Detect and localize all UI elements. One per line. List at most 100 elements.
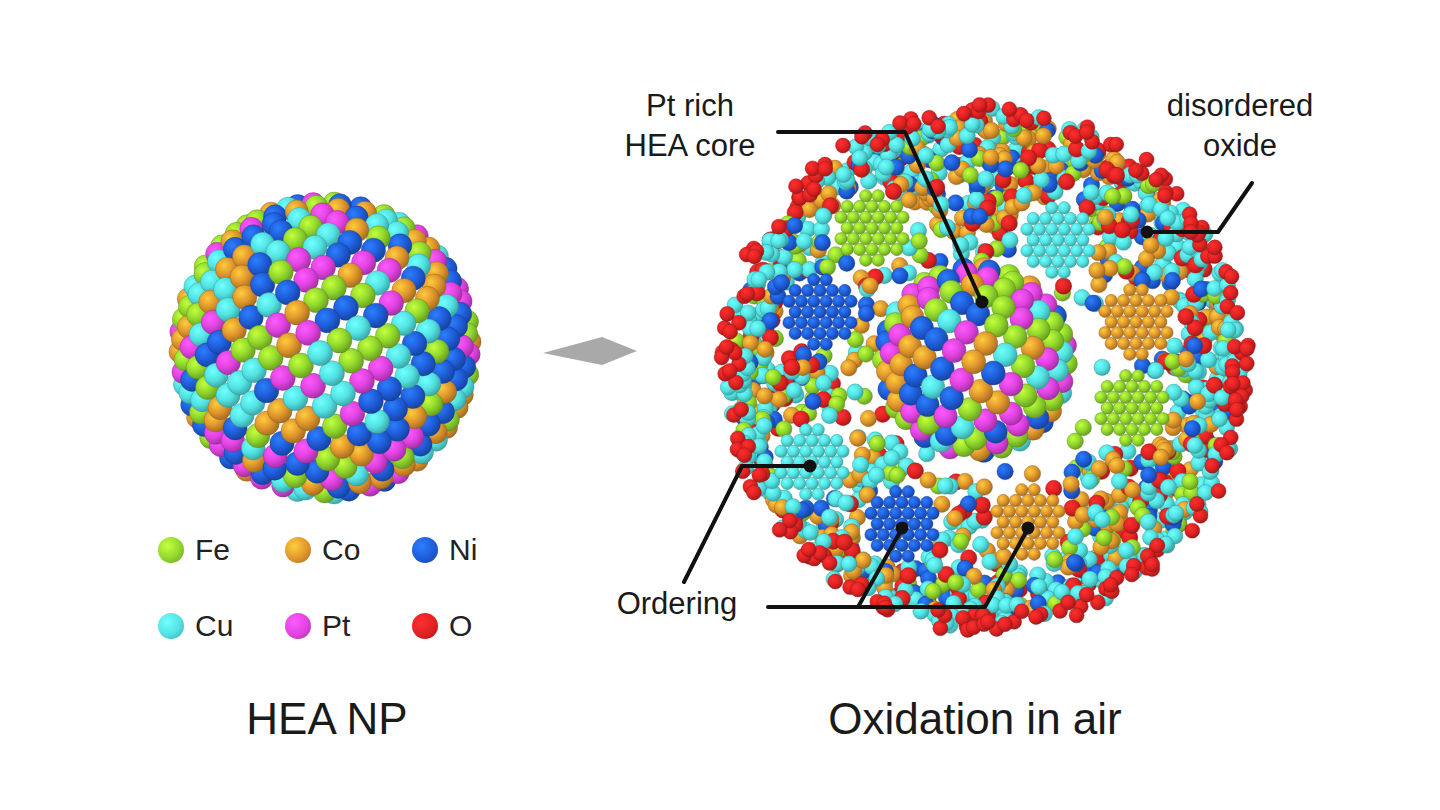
atom (1168, 505, 1184, 521)
atom (1077, 255, 1089, 267)
atom (1009, 494, 1021, 506)
atom (889, 467, 905, 483)
ordered-cluster (865, 486, 939, 563)
atom (845, 295, 857, 307)
atom (1136, 305, 1148, 317)
atom (892, 268, 908, 284)
atom (1144, 413, 1156, 425)
atom (890, 486, 902, 498)
atom (1031, 579, 1047, 595)
atom (885, 183, 901, 199)
atom (1039, 212, 1051, 224)
atom (1089, 262, 1105, 278)
atom (1003, 527, 1015, 539)
atom (1113, 423, 1125, 435)
atom (1207, 240, 1222, 255)
atom (1223, 285, 1238, 300)
atom (980, 614, 995, 629)
atom (925, 583, 941, 599)
atom (962, 167, 978, 183)
atom (1058, 202, 1070, 214)
atom (937, 478, 953, 494)
atom (1047, 516, 1059, 528)
atom (818, 456, 830, 468)
atom (921, 496, 933, 508)
atom (1166, 338, 1182, 354)
atom (826, 327, 838, 339)
atom (877, 507, 889, 519)
atom (1130, 316, 1142, 328)
atom (837, 445, 849, 457)
atom (871, 496, 883, 508)
atom (902, 486, 914, 498)
atom (1027, 212, 1039, 224)
atom (1111, 305, 1123, 317)
atom (832, 295, 844, 307)
atom (1029, 609, 1044, 624)
atom (1108, 167, 1124, 183)
atom (1139, 152, 1154, 167)
atom (1140, 467, 1156, 483)
atom (814, 327, 826, 339)
atom (920, 472, 936, 488)
atom (781, 477, 793, 489)
ordered-cluster (1021, 202, 1095, 279)
atom (944, 155, 960, 171)
atom (1140, 514, 1156, 530)
atom (997, 516, 1009, 528)
atom (1220, 322, 1236, 338)
atom (802, 524, 818, 540)
atom (1101, 402, 1113, 414)
atom (870, 138, 886, 154)
atom (1094, 511, 1110, 527)
atom (932, 542, 948, 558)
atom (1036, 111, 1051, 126)
atom (1046, 266, 1058, 278)
atom (824, 445, 836, 457)
atom (1205, 458, 1220, 473)
atom (858, 305, 874, 321)
atom (865, 507, 877, 519)
atom (1083, 245, 1095, 257)
atom (783, 317, 795, 329)
atom (1099, 305, 1111, 317)
atom (1109, 137, 1124, 152)
atom (1021, 223, 1033, 235)
atom (1061, 595, 1076, 610)
atom (1132, 391, 1144, 403)
atom (1064, 255, 1076, 267)
atom (1144, 391, 1156, 403)
atom (1114, 222, 1130, 238)
atom (901, 192, 917, 208)
atom (1117, 294, 1129, 306)
atom (1040, 505, 1052, 517)
atom (1151, 423, 1163, 435)
atom (1136, 348, 1148, 360)
atom (1021, 245, 1033, 257)
atom (1013, 162, 1029, 178)
atom (784, 359, 800, 375)
atom (1239, 341, 1254, 356)
atom (1016, 505, 1028, 517)
atom (826, 284, 838, 296)
atom (1142, 316, 1154, 328)
atom (814, 284, 826, 296)
atom (781, 434, 793, 446)
atom (931, 119, 946, 134)
atom (1019, 113, 1034, 128)
atom (1055, 278, 1071, 294)
atom (1116, 259, 1132, 275)
atom (1091, 276, 1107, 292)
atom (837, 467, 849, 479)
atom (785, 499, 801, 515)
atom (1239, 356, 1254, 371)
atom (820, 295, 832, 307)
atom (1111, 327, 1123, 339)
atom (1161, 327, 1173, 339)
atom (1126, 380, 1138, 392)
atom (786, 261, 802, 277)
atom (1149, 172, 1164, 187)
ordered-cluster (1095, 370, 1169, 447)
atom (1225, 376, 1240, 391)
